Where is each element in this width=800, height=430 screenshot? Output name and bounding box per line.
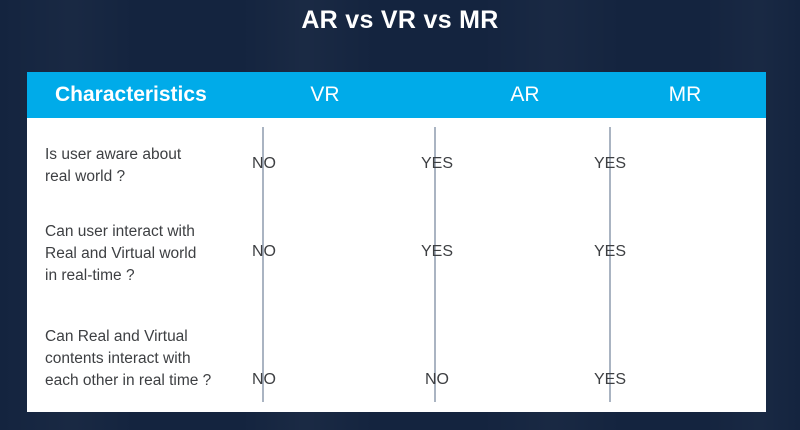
column-header-mr: MR <box>668 83 702 106</box>
column-divider-1 <box>262 127 264 402</box>
column-divider-3 <box>609 127 611 402</box>
column-divider-2 <box>434 127 436 402</box>
column-header-ar: AR <box>510 83 540 106</box>
page-title: AR vs VR vs MR <box>301 6 499 34</box>
row-answer-vr: NO <box>252 243 276 260</box>
comparison-table: Characteristics VR AR MR Is user aware a… <box>27 72 766 412</box>
row-answer-ar: YES <box>420 243 453 260</box>
row-answer-ar: YES <box>420 155 453 172</box>
row-answer-mr: YES <box>593 371 626 388</box>
row-answer-ar: NO <box>425 371 449 388</box>
row-answer-mr: YES <box>593 243 626 260</box>
row-answer-vr: NO <box>252 155 276 172</box>
row-answer-mr: YES <box>593 155 626 172</box>
column-header-vr: VR <box>310 83 340 106</box>
table-header-row: Characteristics VR AR MR <box>27 72 766 118</box>
column-header-characteristics: Characteristics <box>55 83 207 106</box>
row-answer-vr: NO <box>252 371 276 388</box>
